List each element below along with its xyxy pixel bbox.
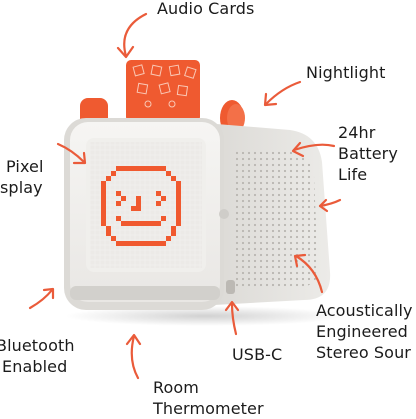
label-acoustic: Acoustically Engineered Stereo Sour bbox=[316, 301, 413, 362]
label-bluetooth: Bluetooth Enabled bbox=[0, 336, 75, 376]
arrow-icon-usb bbox=[224, 300, 240, 336]
arrow-icon-stereo bbox=[293, 253, 324, 294]
arrow-icon-thermometer bbox=[125, 333, 142, 380]
label-room-thermometer: Room Thermometer bbox=[153, 378, 264, 418]
floor-shadow bbox=[65, 306, 345, 326]
label-pixel-display: Pixel splay bbox=[0, 157, 44, 197]
label-usb-c: USB-C bbox=[232, 345, 283, 364]
speaker-front bbox=[64, 118, 224, 310]
label-nightlight: Nightlight bbox=[306, 63, 386, 82]
side-button bbox=[219, 209, 229, 219]
label-battery: 24hr Battery Life bbox=[338, 123, 398, 184]
arrow-icon-bluetooth bbox=[28, 287, 55, 310]
smiley-face-icon bbox=[101, 166, 181, 246]
arrow-icon-room-temp bbox=[318, 198, 342, 213]
audio-card bbox=[126, 60, 200, 122]
arrow-icon-nightlight bbox=[263, 80, 302, 107]
label-audio-cards: Audio Cards bbox=[157, 0, 255, 18]
usb-port bbox=[226, 280, 235, 294]
arrow-icon-audio-cards bbox=[116, 12, 148, 59]
arrow-icon-display bbox=[56, 142, 87, 165]
arrow-icon-battery bbox=[291, 141, 336, 158]
